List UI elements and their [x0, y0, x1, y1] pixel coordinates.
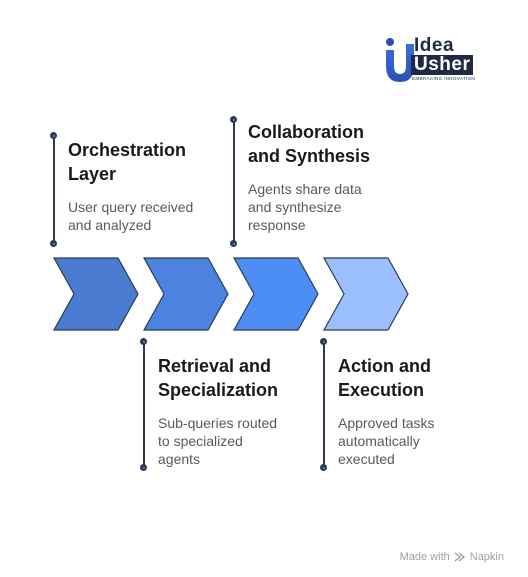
- step-1-title: Orchestration Layer: [68, 140, 187, 184]
- step-1-description: User query received and analyzed: [68, 199, 194, 233]
- step-4-description: Approved tasks automatically executed: [338, 415, 435, 467]
- logo-word-top: Idea: [414, 35, 455, 56]
- napkin-brand: Napkin: [469, 551, 504, 563]
- pin-dot-step-4-end: [320, 464, 327, 471]
- idea-usher-logo: Idea Usher EMBRACING INNOVATION: [384, 36, 494, 82]
- chevron-step-4: [322, 257, 409, 331]
- step-2-description: Sub-queries routed to specialized agents: [158, 415, 278, 467]
- logo-tagline: EMBRACING INNOVATION: [412, 76, 475, 81]
- pin-dot-step-2-end: [140, 464, 147, 471]
- made-with-label: Made with: [399, 551, 450, 563]
- step-3-title: Collaboration and Synthesis: [248, 122, 371, 166]
- pin-line-step-4: [322, 344, 325, 466]
- pin-dot-step-1-end: [50, 240, 57, 247]
- pin-line-step-3: [232, 122, 235, 242]
- step-4-title: Action and Execution: [338, 356, 431, 400]
- idea-usher-logo-icon: [386, 38, 414, 82]
- pin-line-step-1: [52, 138, 55, 242]
- chevron-step-1: [52, 257, 139, 331]
- chevron-step-3: [232, 257, 319, 331]
- step-3-description: Agents share data and synthesize respons…: [248, 181, 362, 233]
- chevron-step-2: [142, 257, 229, 331]
- logo-word-bottom: Usher: [411, 55, 474, 75]
- napkin-icon: [454, 552, 465, 562]
- pin-dot-step-3-end: [230, 240, 237, 247]
- pin-line-step-2: [142, 344, 145, 466]
- napkin-footer: Made with Napkin: [400, 551, 504, 563]
- step-2-title: Retrieval and Specialization: [158, 356, 279, 400]
